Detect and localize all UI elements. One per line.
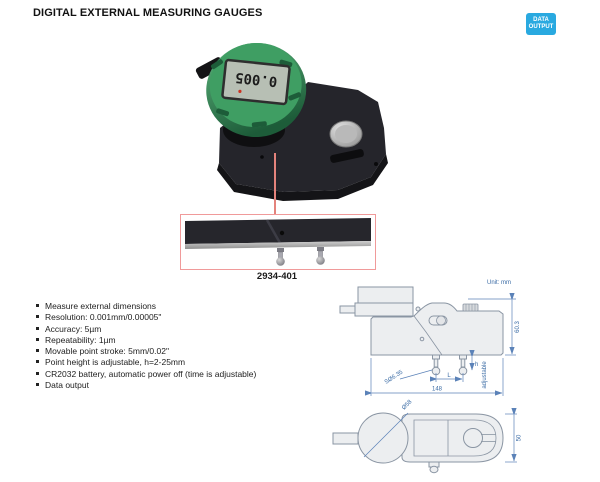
base-hole: [279, 230, 285, 236]
gauge-base-bar: [185, 218, 371, 244]
badge-line2: OUTPUT: [528, 24, 554, 30]
contact-point-right: [316, 247, 325, 265]
feature-item: Accuracy: 5µm: [36, 324, 336, 335]
top-view: Ø58: [332, 399, 504, 474]
badge-line1: DATA: [533, 17, 549, 23]
callout-box: [180, 214, 376, 270]
feature-item: Movable point stroke: 5mm/0.02": [36, 346, 336, 357]
indicator-diameter-label: Ø58: [401, 399, 414, 412]
display-value: 0.005: [235, 69, 279, 89]
measuring-points-closeup: [185, 218, 371, 266]
dim-length-label: 148: [432, 387, 443, 393]
product-photo: 0.005: [195, 42, 388, 201]
feature-item: Measure external dimensions: [36, 301, 336, 312]
adjustable-label: adjustable: [482, 361, 488, 389]
base-seam: [265, 219, 282, 244]
technical-drawing: Unit: mm: [332, 280, 523, 474]
side-view: [339, 286, 504, 376]
indicator-lcd: 0.005: [221, 58, 291, 106]
contact-point-left: [276, 248, 285, 266]
model-number: 2934-401: [256, 271, 298, 282]
point-distance-label: L: [447, 373, 451, 379]
point-sphere-label: SØ6.35: [384, 369, 405, 385]
feature-item: Point height is adjustable, h=2-25mm: [36, 357, 336, 368]
features-list: Measure external dimensions Resolution: …: [36, 301, 336, 391]
lcd-dot: [238, 89, 242, 93]
unit-label: Unit: mm: [487, 280, 511, 286]
thumbwheel: [462, 303, 479, 312]
side-contact-points: [431, 354, 468, 376]
base-edge: [185, 241, 371, 249]
callout-line: [274, 153, 276, 215]
feature-item: Resolution: 0.001mm/0.00005": [36, 312, 336, 323]
page-title: DIGITAL EXTERNAL MEASURING GAUGES: [33, 7, 263, 19]
point-height-label: h: [475, 362, 478, 368]
dimensions-top: 50: [505, 408, 523, 463]
feature-item: CR2032 battery, automatic power off (tim…: [36, 369, 336, 380]
dim-width-label: 50: [517, 434, 523, 441]
data-output-badge: DATA OUTPUT: [526, 13, 556, 35]
dim-height-label: 60.3: [515, 321, 521, 333]
feature-item: Data output: [36, 380, 336, 391]
feature-item: Repeatability: 1µm: [36, 335, 336, 346]
